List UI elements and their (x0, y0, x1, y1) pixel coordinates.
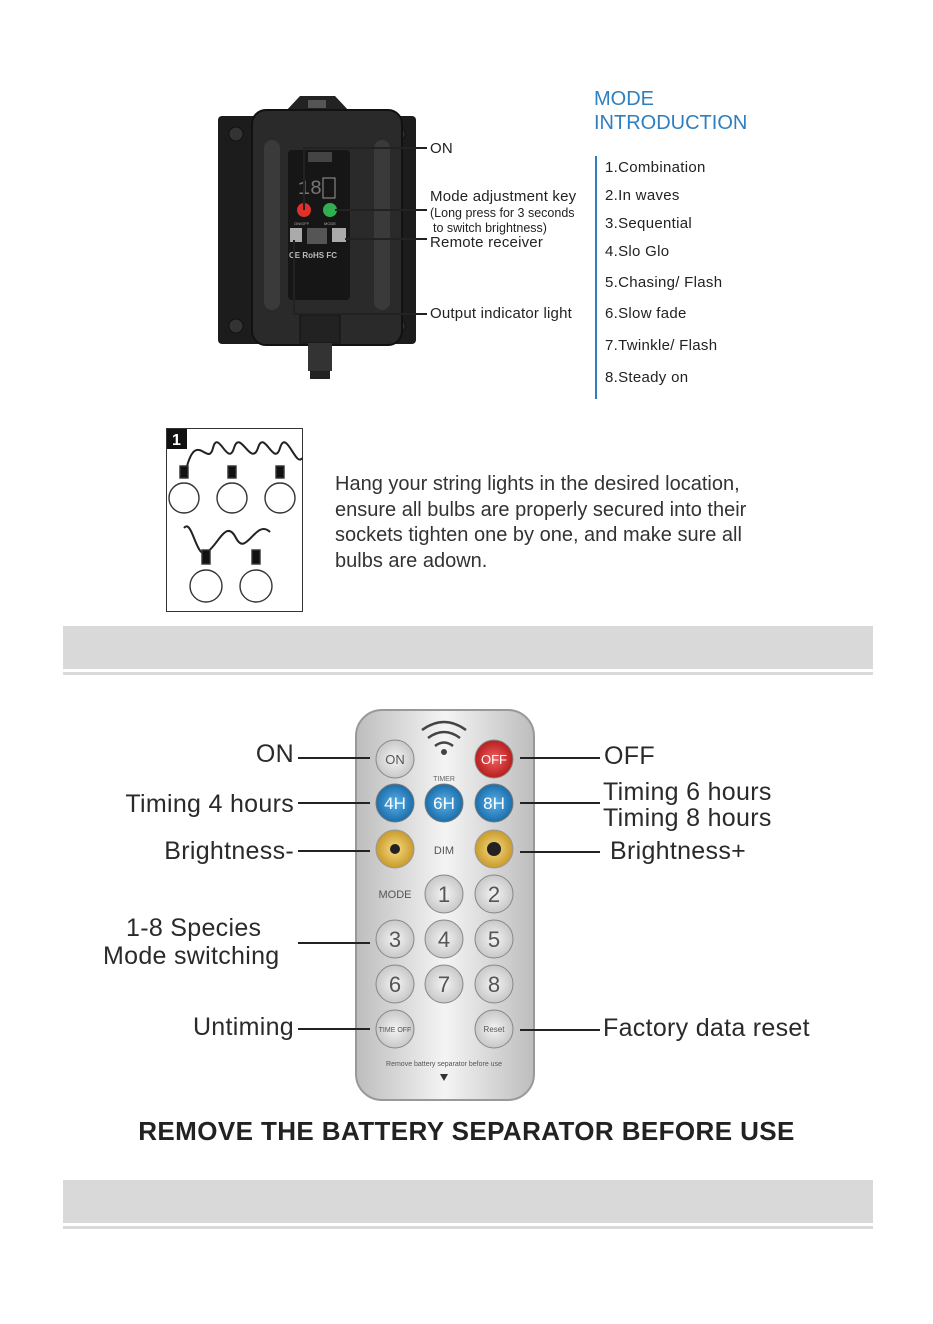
remote-label-brightness-minus: Brightness- (164, 837, 294, 865)
mode-button[interactable] (323, 203, 337, 217)
remote-label-species-1: 1-8 Species (126, 914, 262, 942)
remote-label-timing8: Timing 8 hours (603, 804, 772, 832)
label-mode-key-note-2: to switch brightness) (433, 221, 547, 235)
controller-image: 18 ON/OFF MODE CE RoHS FC (218, 96, 416, 379)
mode-item: 5.Chasing/ Flash (605, 274, 723, 291)
svg-text:7: 7 (438, 972, 450, 997)
timer-label: TIMER (433, 776, 455, 783)
label-mode-key-note-1: (Long press for 3 seconds (430, 206, 575, 220)
section-divider (63, 672, 873, 675)
mode-item: 7.Twinkle/ Flash (605, 337, 718, 354)
label-output-indicator: Output indicator light (430, 305, 572, 322)
timer-6h-button[interactable]: 6H (424, 783, 464, 823)
svg-text:TIME OFF: TIME OFF (379, 1027, 412, 1034)
remote-label-factory-reset: Factory data reset (603, 1014, 810, 1042)
remote-label-species-2: Mode switching (103, 942, 280, 970)
mode-item: 2.In waves (605, 187, 680, 204)
mode-item: 4.Slo Glo (605, 243, 670, 260)
remote-label-timing6: Timing 6 hours (603, 778, 772, 806)
section-divider (63, 1226, 873, 1229)
mode-1-button[interactable]: 1 (424, 874, 464, 914)
arrow-down-icon (440, 1074, 448, 1081)
dim-label: DIM (434, 845, 454, 857)
mode-title-line1: MODE (594, 88, 654, 110)
label-on: ON (430, 140, 453, 157)
svg-text:ON: ON (385, 752, 405, 767)
mode-2-button[interactable]: 2 (474, 874, 514, 914)
remote-label-off: OFF (604, 742, 655, 770)
string-lights-illustration: 1 (166, 428, 303, 612)
svg-text:8H: 8H (483, 794, 505, 813)
timer-8h-button[interactable]: 8H (474, 783, 514, 823)
svg-text:3: 3 (389, 927, 401, 952)
svg-text:4: 4 (438, 927, 450, 952)
step-number: 1 (172, 432, 181, 449)
signal-icon (421, 720, 467, 748)
mode-list-bar (595, 156, 597, 399)
reset-button[interactable]: Reset (474, 1009, 514, 1049)
section-band (63, 1180, 873, 1223)
remote-label-untiming: Untiming (192, 1013, 294, 1041)
battery-warning: REMOVE THE BATTERY SEPARATOR BEFORE USE (138, 1116, 795, 1146)
svg-text:6H: 6H (433, 794, 455, 813)
timer-4h-button[interactable]: 4H (375, 783, 415, 823)
brightness-down-button[interactable] (375, 829, 415, 869)
mode-3-button[interactable]: 3 (375, 919, 415, 959)
svg-text:OFF: OFF (481, 752, 507, 767)
mode-4-button[interactable]: 4 (424, 919, 464, 959)
mode-item: 6.Slow fade (605, 305, 687, 322)
svg-text:1: 1 (438, 882, 450, 907)
remote-label-on: ON (255, 740, 294, 768)
section-band (63, 626, 873, 669)
mode-item: 1.Combination (605, 159, 706, 176)
step1-instructions: Hang your string lights in the desired l… (335, 473, 747, 572)
remote-label-timing4: Timing 4 hours (125, 790, 294, 818)
mode-title-line2: INTRODUCTION (594, 112, 748, 134)
segment-display: 18 (298, 178, 322, 201)
mode-item: 3.Sequential (605, 215, 693, 232)
label-mode-key: Mode adjustment key (430, 188, 577, 205)
svg-text:4H: 4H (384, 794, 406, 813)
brightness-up-button[interactable] (474, 829, 514, 869)
off-button[interactable]: OFF (474, 739, 514, 779)
on-button[interactable]: ON (375, 739, 415, 779)
mode-7-button[interactable]: 7 (424, 964, 464, 1004)
time-off-button[interactable]: TIME OFF (375, 1009, 415, 1049)
remote-control-image: ON OFF TIMER 4H 6H 8H DIM MODE 1 2 3 4 5… (355, 709, 535, 1101)
mode-item: 8.Steady on (605, 369, 689, 386)
mode-5-button[interactable]: 5 (474, 919, 514, 959)
svg-text:ON/OFF: ON/OFF (294, 221, 310, 226)
svg-text:2: 2 (488, 882, 500, 907)
mode-label: MODE (379, 889, 412, 901)
svg-text:8: 8 (488, 972, 500, 997)
svg-text:Reset: Reset (484, 1025, 506, 1034)
label-remote-receiver: Remote receiver (430, 234, 544, 251)
svg-text:6: 6 (389, 972, 401, 997)
svg-text:MODE: MODE (324, 221, 336, 226)
battery-note: Remove battery separator before use (386, 1061, 502, 1068)
remote-label-brightness-plus: Brightness+ (610, 837, 747, 865)
mode-6-button[interactable]: 6 (375, 964, 415, 1004)
cert-marks: CE RoHS FC (289, 251, 337, 260)
mode-8-button[interactable]: 8 (474, 964, 514, 1004)
svg-text:5: 5 (488, 927, 500, 952)
power-button[interactable] (297, 203, 311, 217)
